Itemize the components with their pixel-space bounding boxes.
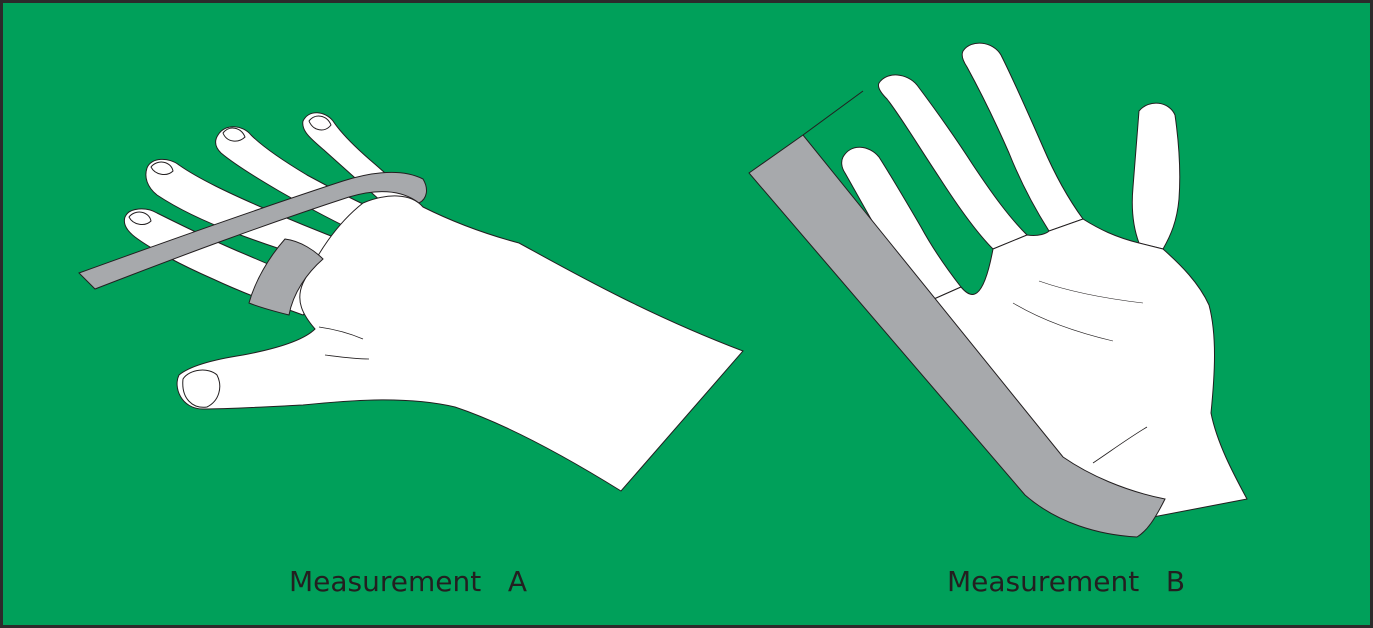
caption-measurement-a: Measurement A — [289, 565, 527, 598]
hand-measurement-illustration — [3, 3, 1373, 628]
hand-b-finger-index — [1132, 103, 1180, 249]
caption-measurement-b: Measurement B — [947, 565, 1185, 598]
